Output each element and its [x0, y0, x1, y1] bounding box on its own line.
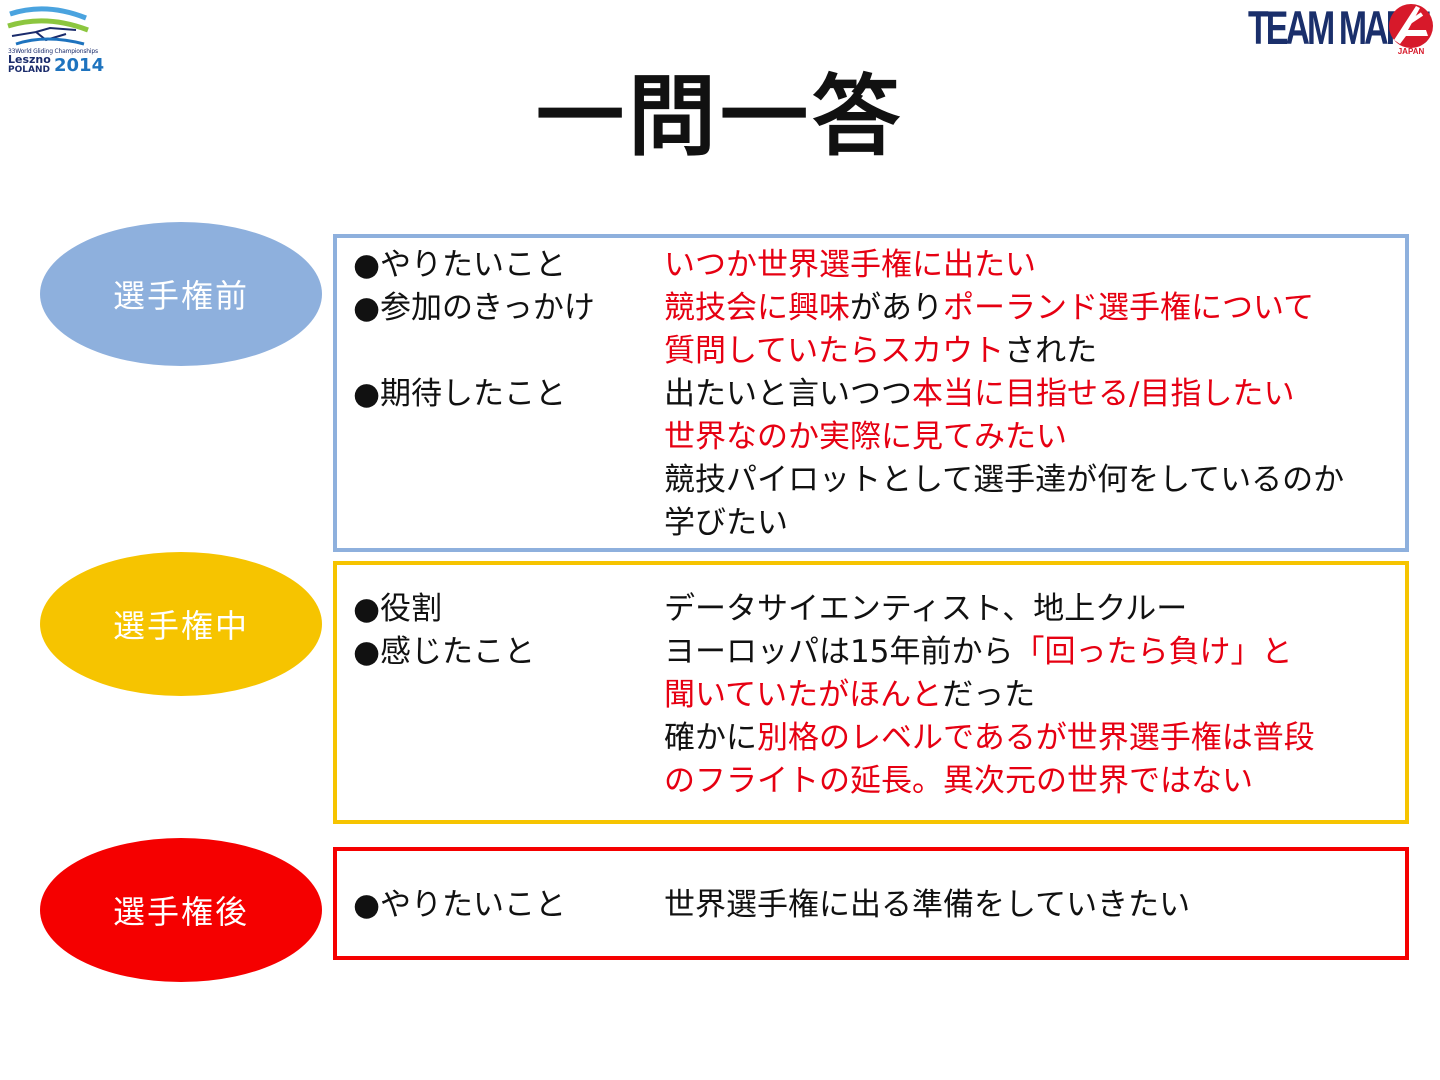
answer-text: だった	[942, 677, 1036, 713]
answer-text: 競技パイロットとして選手達が何をしているのか	[664, 462, 1345, 498]
answer-highlight: のフライトの延長。異次元の世界ではない	[664, 763, 1253, 799]
championship-logo: 33World Gliding Championships Leszno POL…	[4, 4, 104, 76]
answer-highlight: ポーランド選手権について	[943, 290, 1315, 326]
question-label: ●期待したこと	[353, 376, 567, 412]
answer-highlight: 「回ったら負け」と	[1013, 634, 1293, 670]
answer-highlight: 別格のレベルであるが世界選手権は普段	[757, 720, 1315, 756]
answer-line: ヨーロッパは15年前から「回ったら負け」と	[664, 631, 1292, 675]
answer-highlight: 競技会に興味	[664, 290, 850, 326]
answer-text: ヨーロッパは15年前から	[664, 634, 1014, 670]
phase-after-badge: 選手権後	[40, 838, 322, 982]
team-emblem-icon: JAPAN	[1389, 4, 1433, 56]
answer-line: 確かに別格のレベルであるが世界選手権は普段	[664, 717, 1315, 761]
answer-line: 世界なのか実際に見てみたい	[664, 416, 1067, 460]
championship-year: 2014	[54, 55, 105, 76]
answer-highlight: 世界なのか実際に見てみたい	[664, 419, 1067, 455]
glider-emblem-icon	[7, 6, 89, 46]
championship-name: 33World Gliding Championships	[8, 48, 98, 55]
phase-during-label: 選手権中	[112, 607, 249, 645]
answer-text: 出たいと言いつつ	[664, 376, 912, 412]
team-sub-label: JAPAN	[1398, 47, 1425, 56]
answer-text: 確かに	[664, 720, 757, 756]
answer-line: のフライトの延長。異次元の世界ではない	[664, 760, 1253, 804]
answer-text: された	[1004, 333, 1098, 369]
phase-before-label: 選手権前	[112, 277, 249, 315]
after-answers-box: ●やりたいこと 世界選手権に出る準備をしていきたい	[333, 847, 1409, 960]
answer-text: 世界選手権に出る準備をしていきたい	[664, 887, 1191, 923]
answer-highlight: 本当に目指せる/目指したい	[912, 376, 1295, 412]
team-logo: TEAM MARU JAPAN	[1246, 0, 1436, 58]
answer-line: 世界選手権に出る準備をしていきたい	[664, 884, 1190, 928]
phase-before-badge: 選手権前	[40, 222, 322, 366]
question-label: ●感じたこと	[353, 634, 536, 670]
championship-city: Leszno	[8, 53, 51, 66]
answer-line: 学びたい	[664, 502, 788, 546]
during-answers-box: ●役割 データサイエンティスト、地上クルー ●感じたこと ヨーロッパは15年前か…	[333, 561, 1409, 824]
answer-line: いつか世界選手権に出たい	[664, 244, 1036, 288]
answer-highlight: 聞いていたがほんと	[664, 677, 943, 713]
answer-text: データサイエンティスト、地上クルー	[664, 591, 1188, 627]
question-label: ●やりたいこと	[353, 247, 567, 283]
question-label: ●役割	[353, 591, 443, 627]
championship-country: POLAND	[8, 65, 50, 75]
answer-line: 競技会に興味がありポーランド選手権について	[664, 287, 1314, 331]
answer-line: 競技パイロットとして選手達が何をしているのか	[664, 459, 1344, 503]
question-label: ●参加のきっかけ	[353, 290, 595, 326]
answer-line: データサイエンティスト、地上クルー	[664, 588, 1187, 632]
answer-highlight: いつか世界選手権に出たい	[664, 247, 1036, 283]
phase-during-badge: 選手権中	[40, 552, 322, 696]
answer-line: 質問していたらスカウトされた	[664, 330, 1097, 374]
phase-after-label: 選手権後	[112, 893, 249, 931]
answer-text: があり	[850, 290, 943, 326]
answer-highlight: 質問していたらスカウト	[664, 333, 1005, 369]
question-label: ●やりたいこと	[353, 887, 567, 923]
answer-line: 出たいと言いつつ本当に目指せる/目指したい	[664, 373, 1294, 417]
before-answers-box: ●やりたいこと いつか世界選手権に出たい ●参加のきっかけ 競技会に興味がありポ…	[333, 234, 1409, 552]
page-title: 一問一答	[535, 65, 904, 168]
answer-line: 聞いていたがほんとだった	[664, 674, 1035, 718]
answer-text: 学びたい	[664, 505, 788, 541]
